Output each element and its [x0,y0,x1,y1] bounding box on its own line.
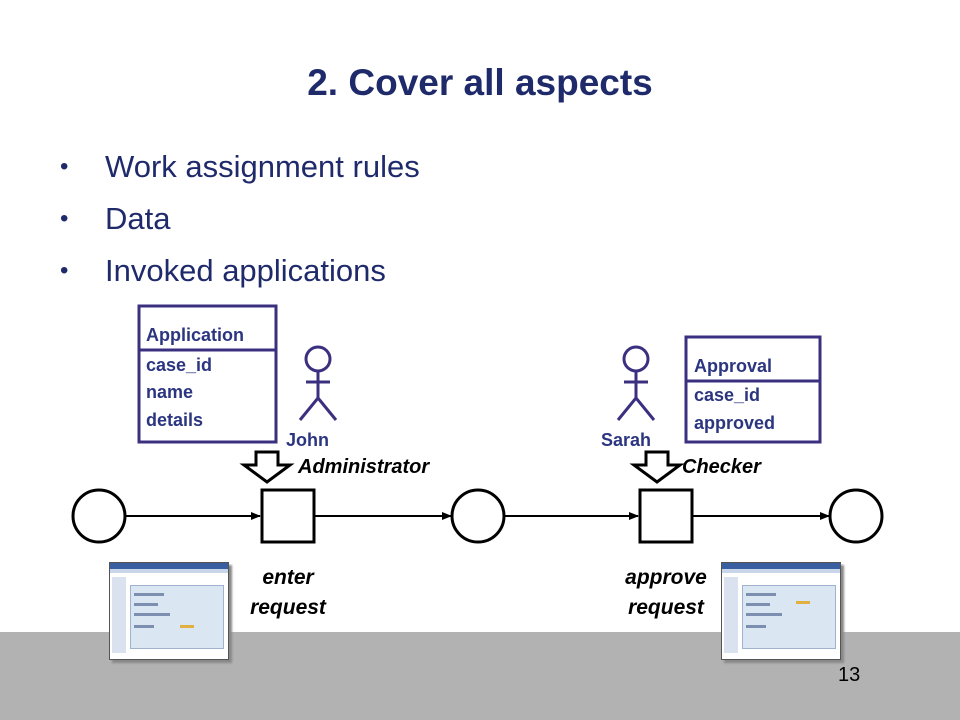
data-object-box [684,335,822,444]
bullet-text: Work assignment rules [105,149,420,184]
data-object-application: Application case_id name details [137,304,278,444]
bullet-dot-icon: • [60,257,69,284]
place-start [71,488,127,544]
actor-name: John [286,430,329,450]
task-label: approve [625,566,707,589]
bullet-item: • Work assignment rules [60,144,420,196]
role-label: Administrator [297,456,430,478]
assignment-arrow-icon [239,450,295,484]
place-middle [450,488,506,544]
data-field: approved [694,413,775,433]
bullet-item: • Invoked applications [60,248,420,300]
bullet-list: • Work assignment rules • Data • Invoked ap… [60,144,420,300]
actor-john-icon [298,345,338,421]
bullet-text: Data [105,201,171,236]
transition-approve-request [638,488,694,544]
place-end [828,488,884,544]
data-field: name [146,382,193,402]
application-screenshot-thumbnail [721,562,841,660]
task-label: request [628,596,705,619]
role-label: Checker [682,456,762,478]
bullet-dot-icon: • [60,153,69,180]
actor-name: Sarah [601,430,651,450]
data-field: case_id [694,385,760,405]
data-object-title: Approval [694,356,772,376]
bullet-text: Invoked applications [105,253,386,288]
slide-title: 2. Cover all aspects [307,62,653,103]
transition-enter-request [260,488,316,544]
data-field: case_id [146,355,212,375]
task-label: request [250,596,327,619]
data-field: details [146,410,203,430]
data-object-box [137,304,278,444]
task-label: enter [262,566,315,589]
data-object-title: Application [146,325,244,345]
data-object-approval: Approval case_id approved [684,335,822,444]
assignment-arrow-icon [629,450,685,484]
actor-sarah-icon [616,345,656,421]
bullet-item: • Data [60,196,420,248]
application-screenshot-thumbnail [109,562,229,660]
bullet-dot-icon: • [60,205,69,232]
page-number: 13 [838,664,861,686]
